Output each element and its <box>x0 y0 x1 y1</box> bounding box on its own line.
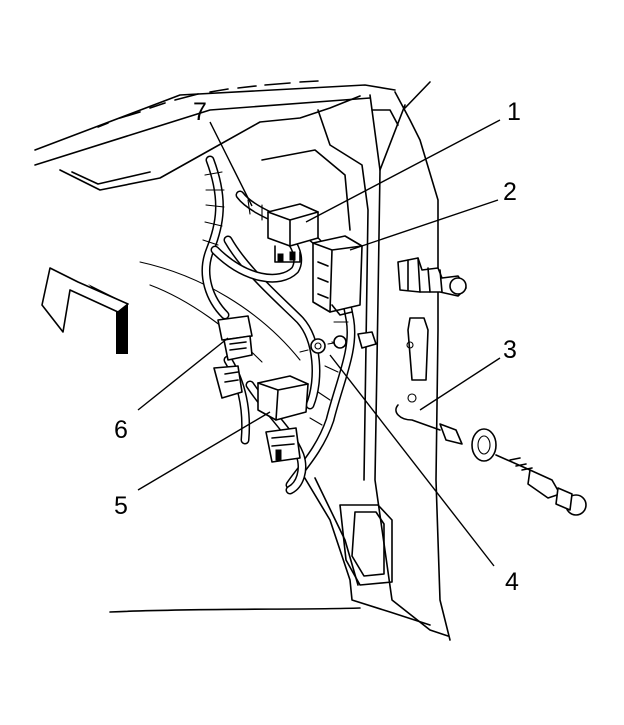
vehicle-body-panel <box>34 80 451 641</box>
fastener-4 <box>299 331 377 354</box>
callout-4: 4 <box>505 568 519 596</box>
switch-3 <box>395 404 587 516</box>
callout-6: 6 <box>114 416 128 444</box>
callout-labels: 7 1 2 3 6 5 4 <box>114 98 521 596</box>
lamp-socket <box>397 257 467 297</box>
leader-lines <box>137 119 501 567</box>
connector-6 <box>213 315 253 399</box>
module-2 <box>312 235 363 316</box>
callout-1: 1 <box>507 98 521 126</box>
callout-5: 5 <box>114 492 128 520</box>
relay-5 <box>257 375 309 463</box>
forward-direction-arrow-icon <box>41 267 129 354</box>
relay-1 <box>267 203 319 263</box>
callout-2: 2 <box>503 178 517 206</box>
callout-3: 3 <box>503 336 517 364</box>
callout-7: 7 <box>193 98 207 126</box>
